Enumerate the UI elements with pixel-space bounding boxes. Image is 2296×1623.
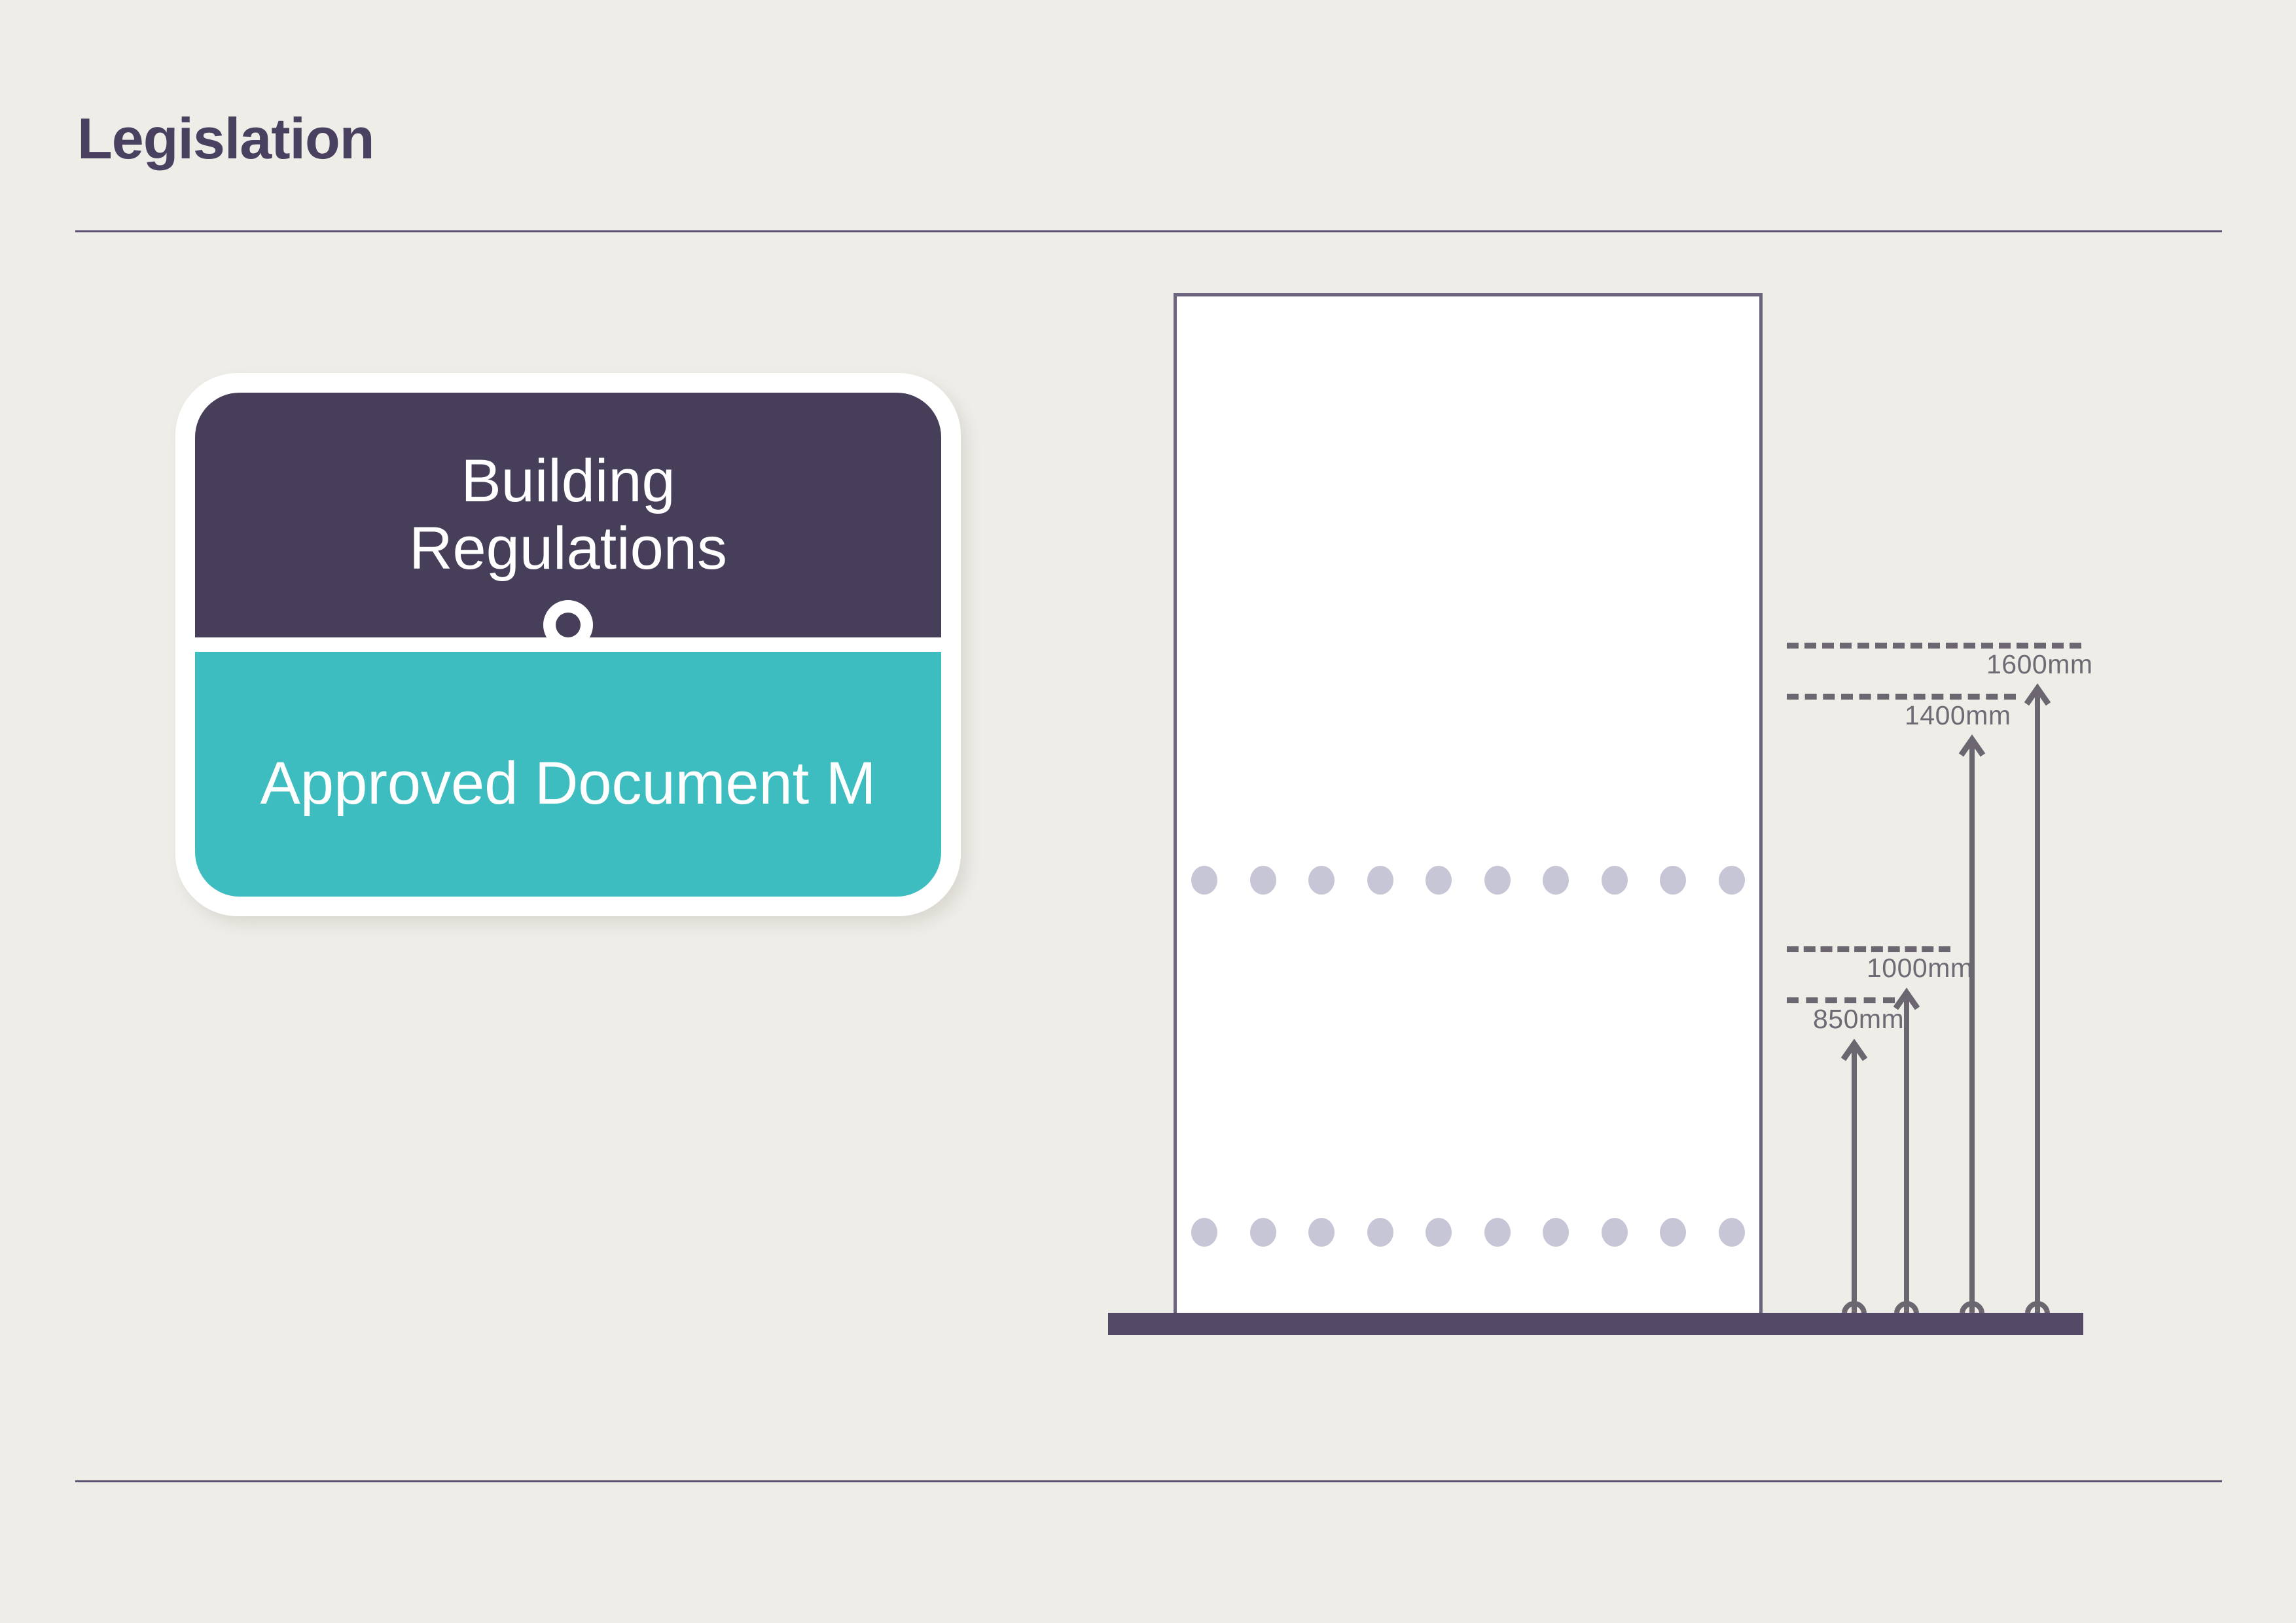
- socket-dot-icon: [1367, 1218, 1393, 1247]
- building-regulations-section: Building Regulations: [195, 393, 941, 637]
- dimension-line-850: [1787, 997, 1895, 1003]
- socket-dot-icon: [1484, 866, 1511, 895]
- dimension-arrow-850: [1840, 1037, 1868, 1326]
- socket-dot-icon: [1249, 1218, 1276, 1247]
- socket-dot-icon: [1367, 866, 1393, 895]
- socket-dot-icon: [1543, 1218, 1570, 1247]
- socket-dot-icon: [1308, 866, 1335, 895]
- footer-divider: [75, 1480, 2222, 1482]
- socket-dot-icon: [1601, 866, 1628, 895]
- socket-dot-icon: [1601, 1218, 1628, 1247]
- dimension-label-1400: 1400mm: [1905, 700, 2011, 730]
- socket-dot-icon: [1484, 1218, 1511, 1247]
- approved-document-section: Approved Document M: [195, 652, 941, 897]
- lower-socket-row: [1177, 1217, 1759, 1247]
- socket-dot-icon: [1660, 866, 1687, 895]
- dimension-label-1000: 1000mm: [1867, 953, 1973, 983]
- socket-dot-icon: [1718, 866, 1745, 895]
- socket-dot-icon: [1249, 866, 1276, 895]
- header-divider: [75, 230, 2222, 232]
- dimension-line-1600: [1787, 643, 2081, 649]
- dimension-line-1000: [1787, 946, 1950, 952]
- upper-socket-row: [1177, 865, 1759, 895]
- card-connector-dot-icon: [556, 613, 581, 637]
- dimension-arrow-1000: [1893, 986, 1920, 1326]
- wall-panel: [1174, 293, 1763, 1326]
- socket-dot-icon: [1426, 866, 1452, 895]
- socket-dot-icon: [1426, 1218, 1452, 1247]
- page-title: Legislation: [77, 106, 374, 171]
- dimension-arrow-1600: [2024, 682, 2051, 1326]
- wall-height-diagram: 1600mm 1400mm 1000mm 850mm: [1100, 275, 2108, 1361]
- building-regulations-label: Building Regulations: [409, 447, 727, 582]
- socket-dot-icon: [1718, 1218, 1745, 1247]
- legislation-card-inner: Building Regulations Approved Document M: [195, 393, 941, 897]
- approved-document-label: Approved Document M: [260, 749, 876, 817]
- dimension-line-1400: [1787, 694, 2016, 700]
- socket-dot-icon: [1308, 1218, 1335, 1247]
- socket-dot-icon: [1191, 866, 1217, 895]
- card-connector-node-icon: [543, 600, 593, 650]
- floor-line: [1108, 1313, 2083, 1335]
- dimension-label-850: 850mm: [1813, 1004, 1905, 1034]
- dimension-arrow-1400: [1958, 733, 1986, 1326]
- socket-dot-icon: [1191, 1218, 1217, 1247]
- socket-dot-icon: [1543, 866, 1570, 895]
- legislation-card[interactable]: Building Regulations Approved Document M: [175, 373, 961, 916]
- dimension-label-1600: 1600mm: [1986, 649, 2093, 679]
- socket-dot-icon: [1660, 1218, 1687, 1247]
